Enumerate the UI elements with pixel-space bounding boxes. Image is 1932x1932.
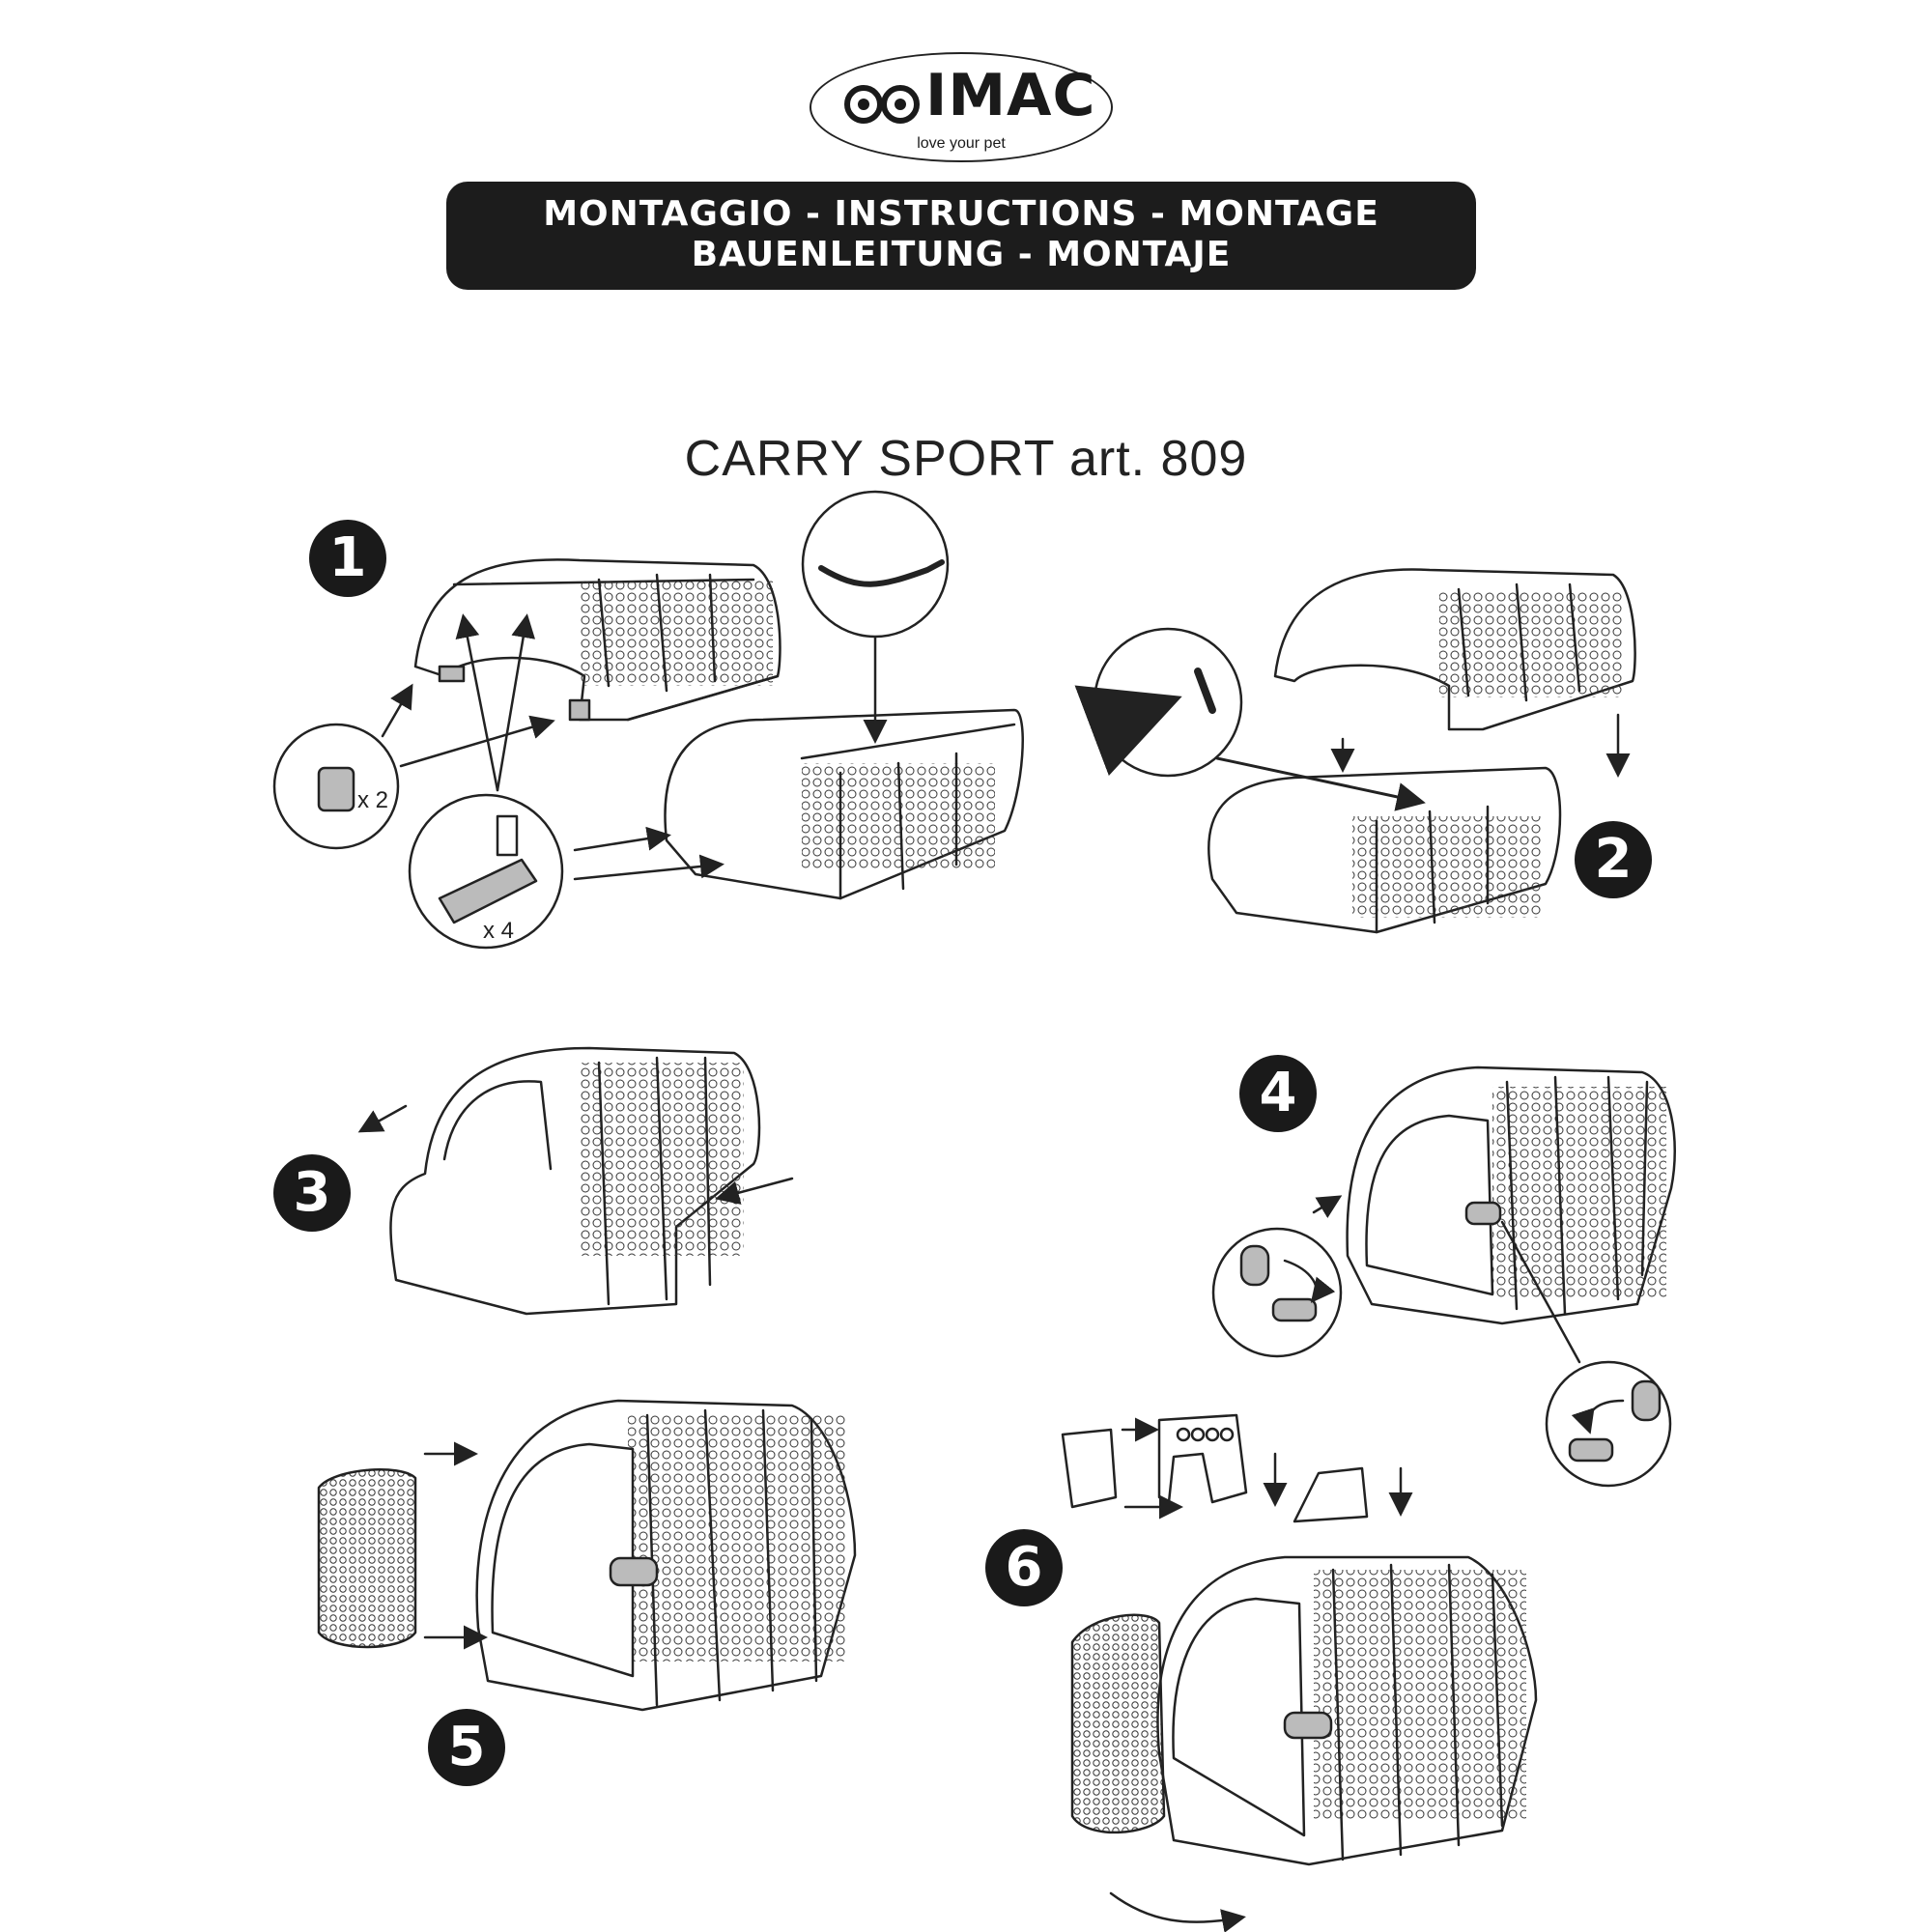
banner-line-1: MONTAGGIO - INSTRUCTIONS - MONTAGE xyxy=(543,194,1379,234)
brand-logo: IMAC love your pet xyxy=(810,52,1113,162)
brand-name: IMAC xyxy=(925,62,1096,129)
step1-clip-loupe xyxy=(272,723,400,850)
brand-tagline: love your pet xyxy=(917,135,1006,152)
owl-eyes-icon xyxy=(844,85,920,124)
step4-loupe-left xyxy=(1211,1227,1343,1358)
step-number-6: 6 xyxy=(985,1529,1063,1606)
step1-top-shell xyxy=(413,558,781,722)
step5-door xyxy=(317,1468,417,1649)
step2-base xyxy=(1208,766,1562,934)
step6-handle-parts xyxy=(1061,1413,1413,1523)
step4-loupe-right xyxy=(1545,1360,1672,1488)
step-number-2: 2 xyxy=(1575,821,1652,898)
step1-hinge-loupe xyxy=(408,793,564,950)
step1-base xyxy=(664,708,1024,900)
step-number-3: 3 xyxy=(273,1154,351,1232)
step2-top-shell xyxy=(1273,568,1636,731)
step1-detail-loupe-top xyxy=(801,490,950,639)
product-title: CARRY SPORT art. 809 xyxy=(684,431,1248,487)
step5-carrier xyxy=(475,1399,857,1712)
step6-carrier xyxy=(1070,1555,1538,1866)
step4-carrier xyxy=(1346,1065,1676,1325)
step-number-1: 1 xyxy=(309,520,386,597)
instructions-banner: MONTAGGIO - INSTRUCTIONS - MONTAGE BAUEN… xyxy=(446,182,1476,290)
step-number-5: 5 xyxy=(428,1709,505,1786)
banner-line-2: BAUENLEITUNG - MONTAJE xyxy=(691,235,1232,274)
step3-carrier xyxy=(389,1046,761,1316)
hinge-quantity-label: x 4 xyxy=(483,918,515,944)
clip-quantity-label: x 2 xyxy=(357,787,389,813)
step-number-4: 4 xyxy=(1239,1055,1317,1132)
